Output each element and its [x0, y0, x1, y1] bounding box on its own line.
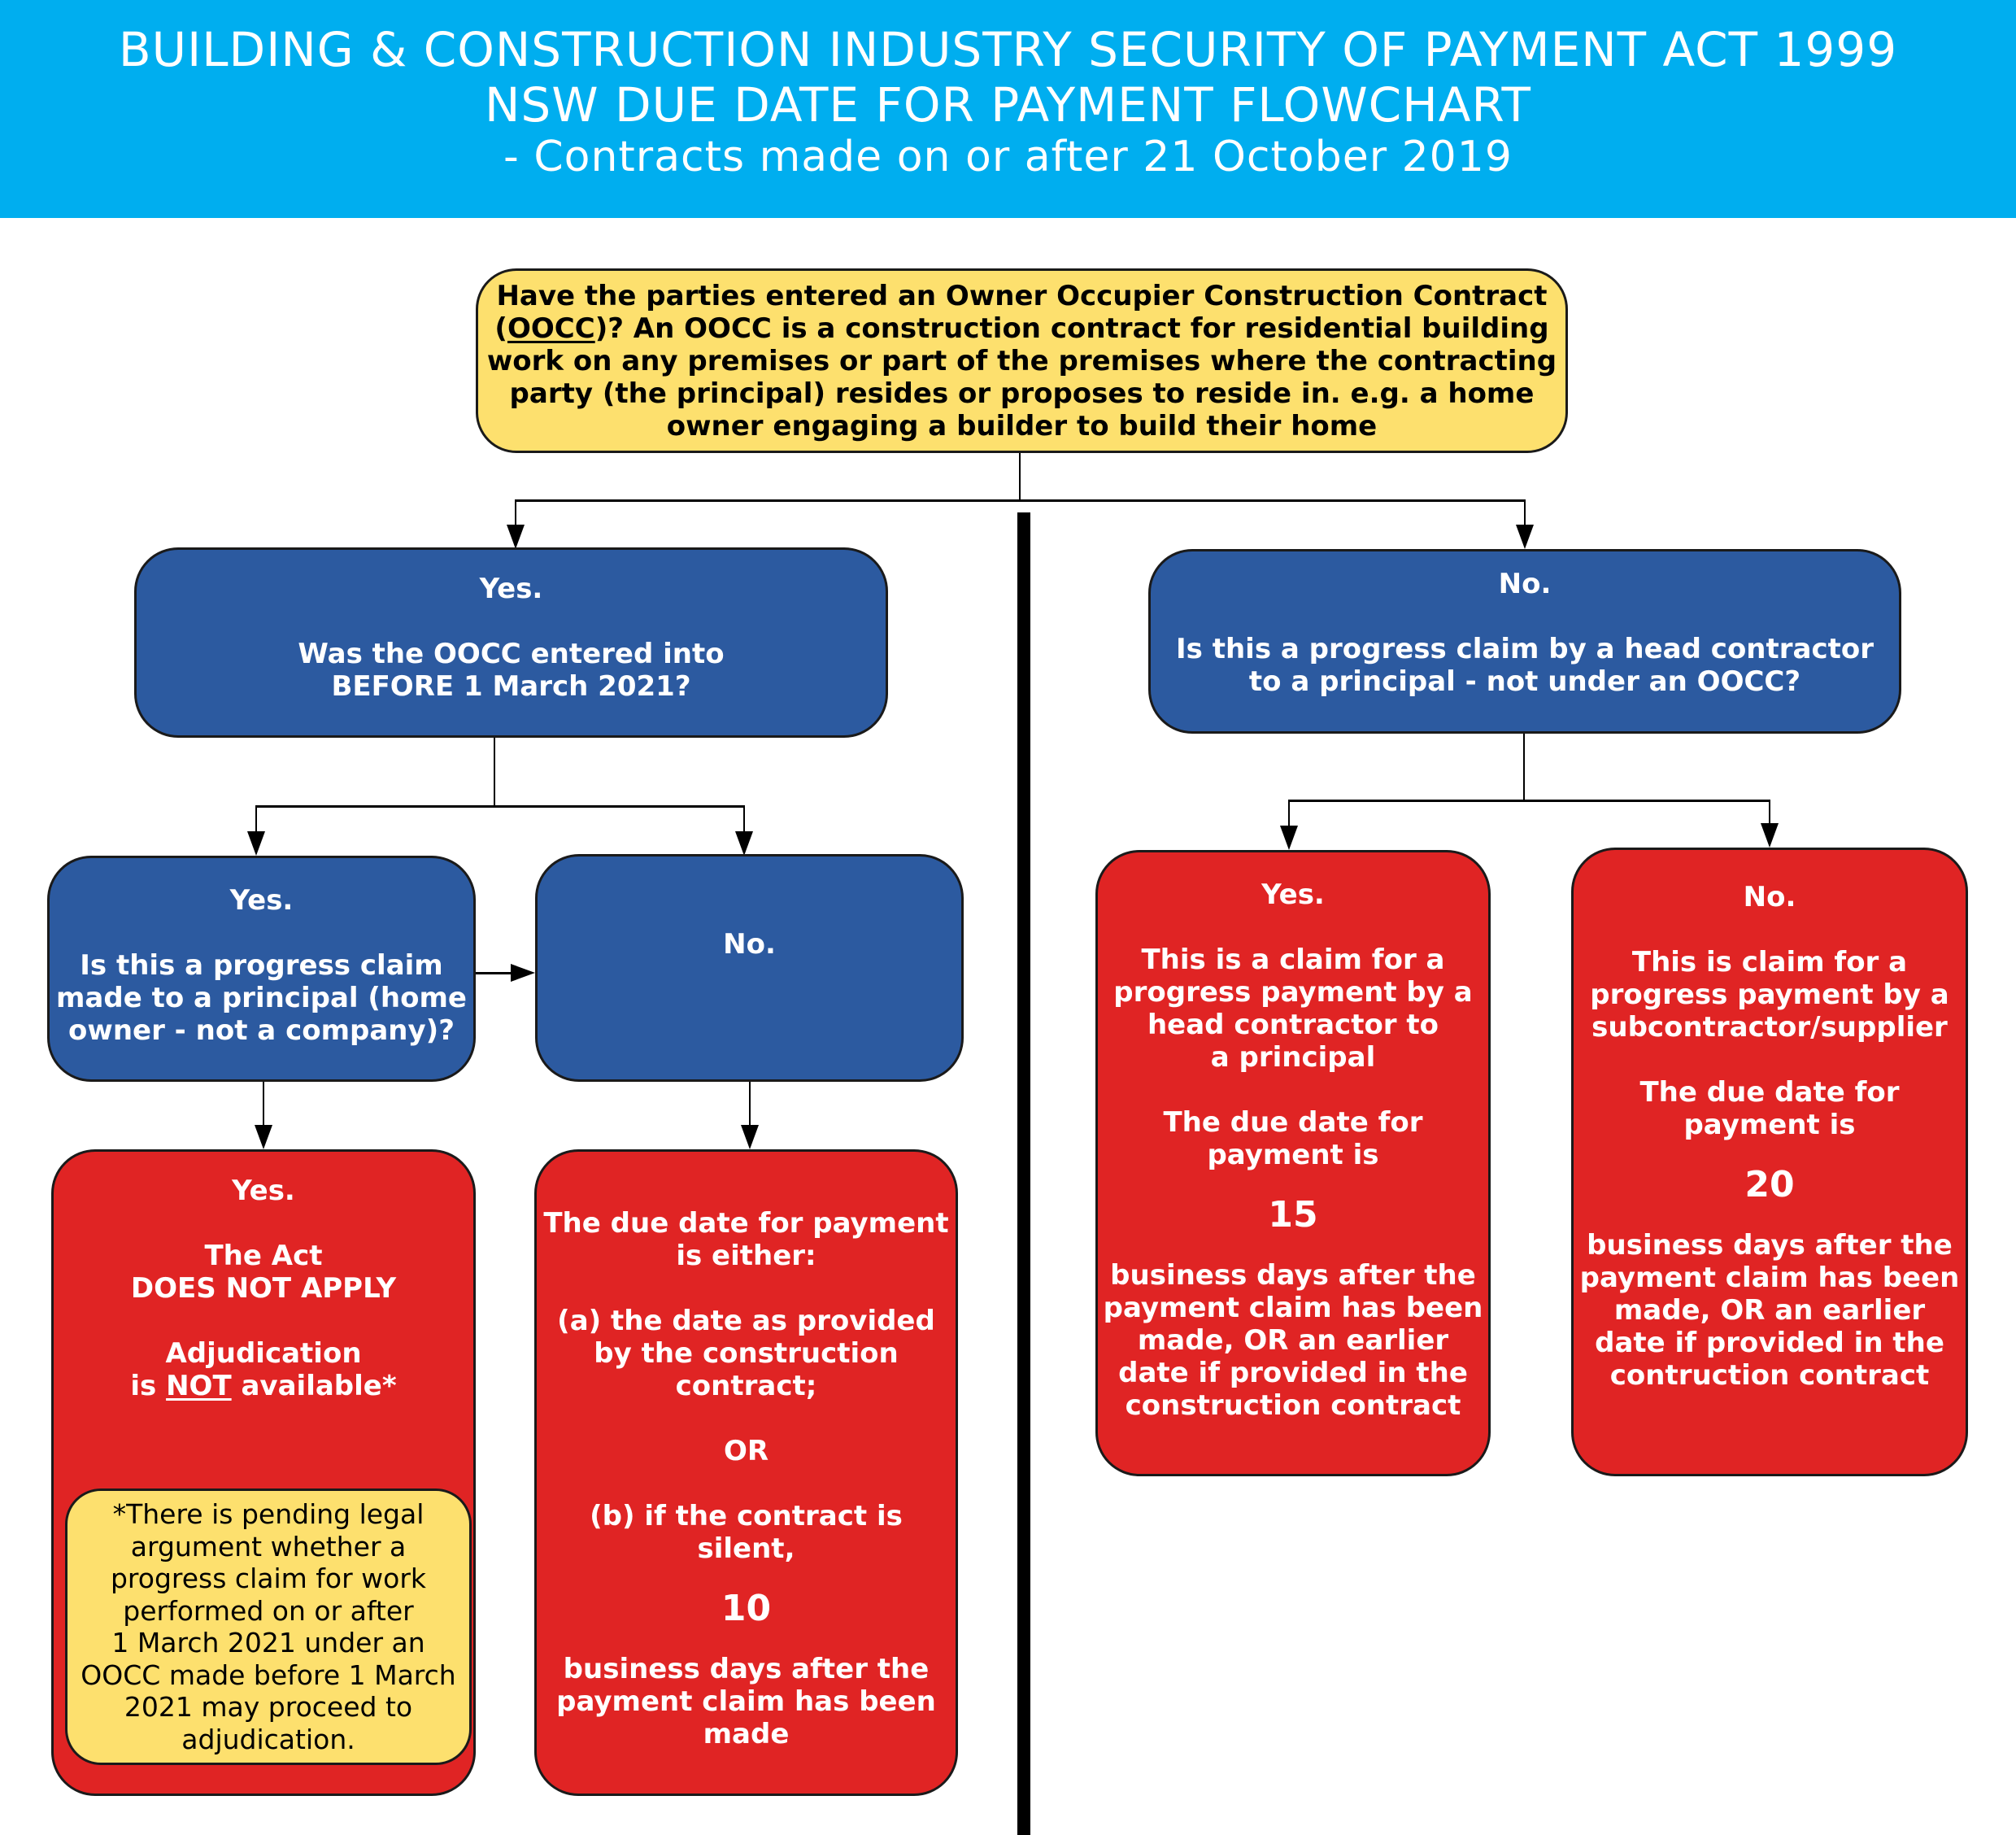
- option-a: (a) the date as provided by the construc…: [557, 1305, 935, 1402]
- head-contractor-outcome-box: Yes. This is a claim for a progress paym…: [1095, 850, 1491, 1476]
- arrow-down-icon: [735, 831, 753, 856]
- arrow-down-icon: [255, 1125, 272, 1149]
- option-b: (b) if the contract is silent,: [590, 1500, 903, 1565]
- outcome-answer: Yes.: [1261, 878, 1325, 911]
- due-date-intro: The due date for payment is either:: [543, 1207, 949, 1272]
- business-days-value: 10: [721, 1588, 772, 1629]
- connector-right-b: [1769, 800, 1770, 828]
- oocc-abbreviation: OOCC: [507, 312, 595, 345]
- adjudication-availability: is NOT available*: [130, 1370, 397, 1402]
- connector-right-stem: [1523, 734, 1525, 800]
- arrow-down-icon: [1516, 525, 1534, 549]
- business-days-text: business days after the payment claim ha…: [556, 1653, 936, 1750]
- oocc-before-march-2021-box: Yes. Was the OOCC entered into BEFORE 1 …: [134, 547, 888, 738]
- connector-right-bar: [1288, 800, 1770, 802]
- business-days-text: business days after the payment claim ha…: [1103, 1259, 1483, 1422]
- arrow-right-icon: [511, 964, 535, 982]
- outcome-description: This is a claim for a progress payment b…: [1113, 944, 1473, 1074]
- connector-left-stem: [494, 738, 495, 806]
- connector-root-bar: [515, 499, 1526, 502]
- connector-root-stem: [1019, 453, 1021, 500]
- connector-yes-down: [263, 1082, 264, 1127]
- arrow-down-icon: [741, 1125, 759, 1149]
- root-line-5: owner engaging a builder to build their …: [666, 409, 1378, 442]
- outcome-description: This is claim for a progress payment by …: [1590, 946, 1949, 1044]
- title-line-1: BUILDING & CONSTRUCTION INDUSTRY SECURIT…: [118, 22, 1898, 77]
- arrow-down-icon: [507, 525, 525, 549]
- connector-left-bar: [255, 805, 745, 808]
- business-days-text: business days after the payment claim ha…: [1579, 1229, 1960, 1392]
- arrow-down-icon: [1761, 823, 1779, 848]
- title-line-2: NSW DUE DATE FOR PAYMENT FLOWCHART: [485, 77, 1531, 133]
- oocc-after-march-2021-box: No.: [535, 854, 964, 1082]
- subtitle: - Contracts made on or after 21 October …: [503, 133, 1513, 181]
- adjudication-line: Adjudication: [165, 1337, 362, 1370]
- connector-root-left: [515, 499, 516, 528]
- connector-left-a: [255, 805, 257, 834]
- connector-right-a: [1288, 800, 1290, 828]
- root-line-2: (OOCC)? An OOCC is a construction contra…: [494, 312, 1549, 345]
- subcontractor-outcome-box: No. This is claim for a progress payment…: [1571, 848, 1968, 1476]
- node-question: Is this a progress claim made to a princ…: [56, 949, 467, 1047]
- arrow-down-icon: [247, 831, 265, 856]
- due-date-intro: The due date for payment is: [1163, 1106, 1423, 1171]
- head-contractor-question-box: No. Is this a progress claim by a head c…: [1148, 549, 1901, 734]
- due-date-intro: The due date for payment is: [1639, 1076, 1900, 1141]
- node-question: Was the OOCC entered into BEFORE 1 March…: [298, 638, 725, 703]
- root-line-4: party (the principal) resides or propose…: [509, 377, 1535, 410]
- or-separator: OR: [723, 1435, 769, 1467]
- footnote-text: *There is pending legal argument whether…: [81, 1498, 456, 1755]
- outcome-answer: Yes.: [232, 1175, 295, 1207]
- header-banner: BUILDING & CONSTRUCTION INDUSTRY SECURIT…: [0, 0, 2016, 218]
- claim-to-principal-question-box: Yes. Is this a progress claim made to a …: [47, 856, 476, 1082]
- root-line-1: Have the parties entered an Owner Occupi…: [496, 279, 1548, 312]
- node-question: Is this a progress claim by a head contr…: [1175, 633, 1874, 698]
- branch-divider: [1017, 512, 1030, 1835]
- node-answer: No.: [723, 928, 776, 961]
- connector-root-right: [1524, 499, 1526, 528]
- footnote-box: *There is pending legal argument whether…: [65, 1488, 472, 1765]
- node-answer: Yes.: [229, 884, 294, 917]
- business-days-value: 15: [1268, 1194, 1318, 1236]
- node-answer: Yes.: [479, 573, 543, 605]
- outcome-statement: The Act DOES NOT APPLY: [130, 1240, 397, 1305]
- root-line-3: work on any premises or part of the prem…: [486, 344, 1557, 377]
- connector-no-down: [749, 1082, 751, 1127]
- root-question-box: Have the parties entered an Owner Occupi…: [476, 268, 1568, 453]
- outcome-answer: No.: [1743, 881, 1796, 913]
- arrow-down-icon: [1280, 826, 1298, 850]
- due-date-either-box: The due date for payment is either: (a) …: [534, 1149, 958, 1796]
- connector-yes-to-no: [476, 972, 512, 974]
- business-days-value: 20: [1744, 1164, 1795, 1205]
- node-answer: No.: [1498, 568, 1552, 600]
- not-emphasis: NOT: [166, 1370, 232, 1402]
- connector-left-b: [743, 805, 745, 834]
